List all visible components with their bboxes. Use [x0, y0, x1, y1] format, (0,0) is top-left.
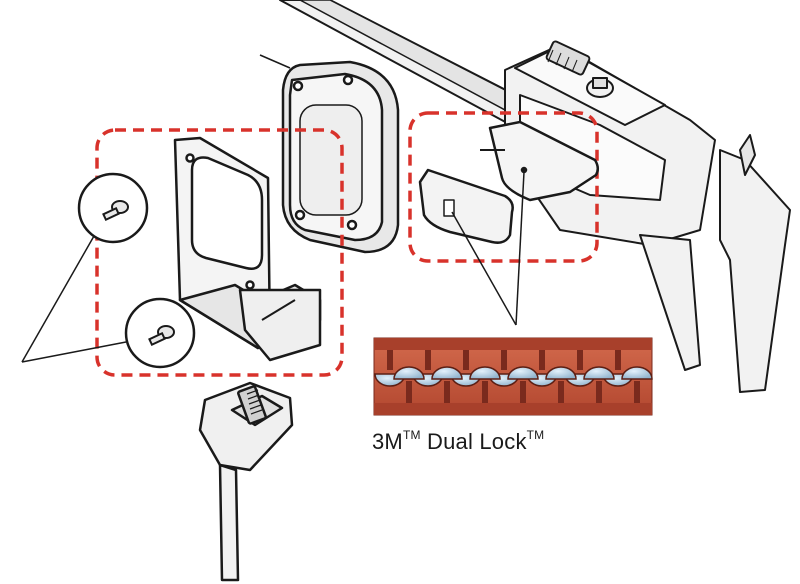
- hook-stem: [444, 381, 450, 403]
- hook-stem: [501, 350, 507, 370]
- mounting-bracket: [173, 136, 322, 362]
- dual-lock-outline: [408, 111, 599, 263]
- hook-stem: [463, 350, 469, 370]
- screw-callout-bottom: [124, 297, 196, 369]
- dual-lock-pad-on-caliper: [480, 120, 599, 202]
- hook-stem: [615, 350, 621, 370]
- caliper-fixed-jaw: [639, 234, 701, 371]
- mushroom-cap: [621, 366, 653, 380]
- hook-stem: [596, 381, 602, 403]
- hook-stem: [539, 350, 545, 370]
- caliper-moving-jaw: [719, 149, 791, 393]
- transmitter-label-area: [299, 104, 363, 216]
- screw-hole-2: [342, 74, 354, 86]
- hook-stem: [634, 381, 640, 403]
- caliper-upper-jaw: [739, 134, 756, 176]
- screw-hole-1: [292, 80, 304, 92]
- screw-icon: [148, 325, 175, 347]
- hook-stem: [558, 381, 564, 403]
- screw-leader-lines: [21, 235, 127, 363]
- mushroom-cap: [469, 366, 501, 380]
- pointer-line: [259, 54, 291, 69]
- hook-stem: [520, 381, 526, 403]
- mushroom-cap: [545, 366, 577, 380]
- caption-brand: 3M: [372, 429, 403, 454]
- dual-lock-closeup: [373, 337, 653, 416]
- caption-trademark-1: TM: [402, 428, 421, 442]
- caption-trademark-2: TM: [526, 428, 545, 442]
- mushroom-cap: [431, 366, 463, 380]
- connector-cable-icon: [198, 381, 294, 582]
- mushroom-cap: [393, 366, 425, 380]
- mushroom-cap: [507, 366, 539, 380]
- dual-lock-pad-loose: [418, 168, 514, 244]
- caliper-thumb-roller: [545, 40, 591, 76]
- transmitter-module: [259, 54, 400, 254]
- screw-icon: [102, 200, 129, 222]
- mushroom-cap: [583, 366, 615, 380]
- hook-stem: [406, 381, 412, 403]
- mounting-bracket-outline: [95, 128, 344, 377]
- screw-hole-3: [294, 209, 306, 221]
- hook-stem: [577, 350, 583, 370]
- hook-stem: [482, 381, 488, 403]
- caption-product: Dual Lock: [420, 429, 527, 454]
- screw-hole-4: [346, 219, 358, 231]
- hook-stem: [387, 350, 393, 370]
- dual-lock-leader-lines: [451, 171, 525, 326]
- hook-stem: [425, 350, 431, 370]
- screw-callout-top: [77, 172, 149, 244]
- dual-lock-caption: 3MTM Dual LockTM: [372, 428, 632, 455]
